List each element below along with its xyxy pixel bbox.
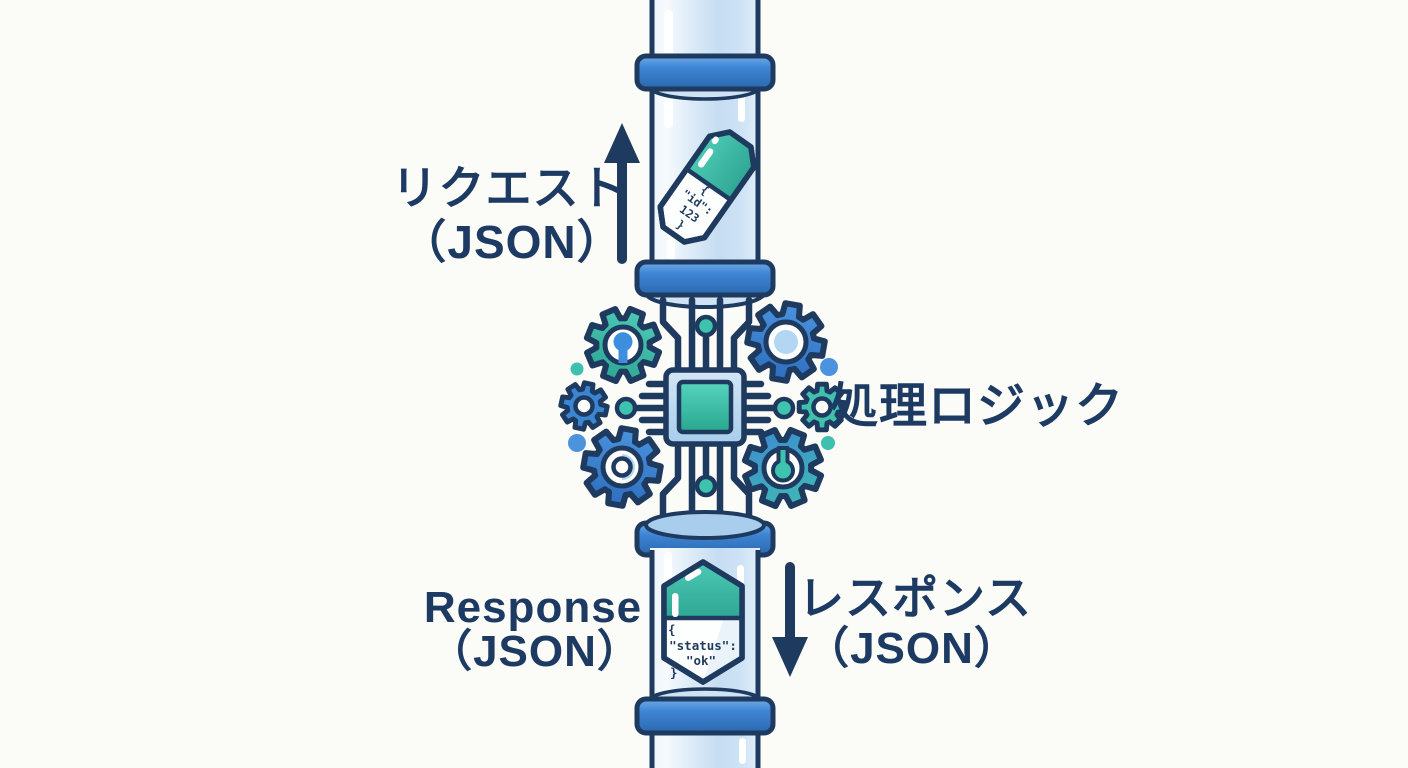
label-response-en: Response （JSON） — [424, 583, 642, 676]
circuit-node-dot — [694, 314, 718, 338]
gear-hubs — [573, 319, 833, 490]
accent-dots — [568, 358, 838, 452]
accent-dot-icon — [821, 436, 835, 450]
pipe-bottom-section: { "status": "ok" } — [634, 510, 776, 768]
svg-text:{: { — [668, 622, 676, 637]
arrow-down-icon — [772, 562, 808, 677]
request-label-line1: リクエスト — [392, 162, 627, 214]
circuit-traces-sides — [614, 380, 796, 436]
pipe-mouth-lower — [634, 510, 776, 558]
cpu-chip-icon — [663, 367, 747, 447]
accent-dot-icon — [568, 434, 586, 452]
label-response-ja: レスポンス （JSON） — [798, 572, 1032, 673]
circuit-node-dot — [694, 474, 718, 498]
pipe-mouth-upper — [634, 259, 776, 309]
response-en-line1: Response — [424, 583, 642, 632]
circuit-traces-bottom — [659, 438, 753, 520]
accent-dot-icon — [820, 358, 838, 376]
arrow-up-icon — [604, 123, 640, 264]
gear-cluster — [557, 298, 845, 518]
response-capsule-icon: { "status": "ok" } — [661, 559, 745, 685]
response-capsule-text: { "status": "ok" } — [668, 622, 737, 680]
pipe-collar-top — [634, 53, 776, 101]
response-ja-line2: （JSON） — [805, 624, 1019, 673]
request-label-line2: （JSON） — [400, 216, 623, 268]
label-request: リクエスト （JSON） — [392, 162, 627, 268]
request-capsule-icon: { "id": 123 } — [657, 129, 757, 245]
circuit-node-dot — [614, 396, 638, 420]
circuit-node-dot — [772, 396, 796, 420]
label-processing-logic: 処理ロジック — [830, 380, 1124, 433]
response-en-line2: （JSON） — [428, 627, 642, 676]
svg-text:}: } — [670, 665, 678, 680]
pipe-top-section: { "id": 123 } — [634, 0, 776, 309]
svg-text:"ok": "ok" — [686, 653, 716, 668]
svg-text:"status":: "status": — [669, 638, 737, 653]
response-ja-line1: レスポンス — [798, 572, 1032, 624]
circuit-traces-top — [659, 296, 753, 376]
pipe-collar-bottom — [634, 687, 776, 736]
accent-dot-icon — [570, 362, 584, 376]
